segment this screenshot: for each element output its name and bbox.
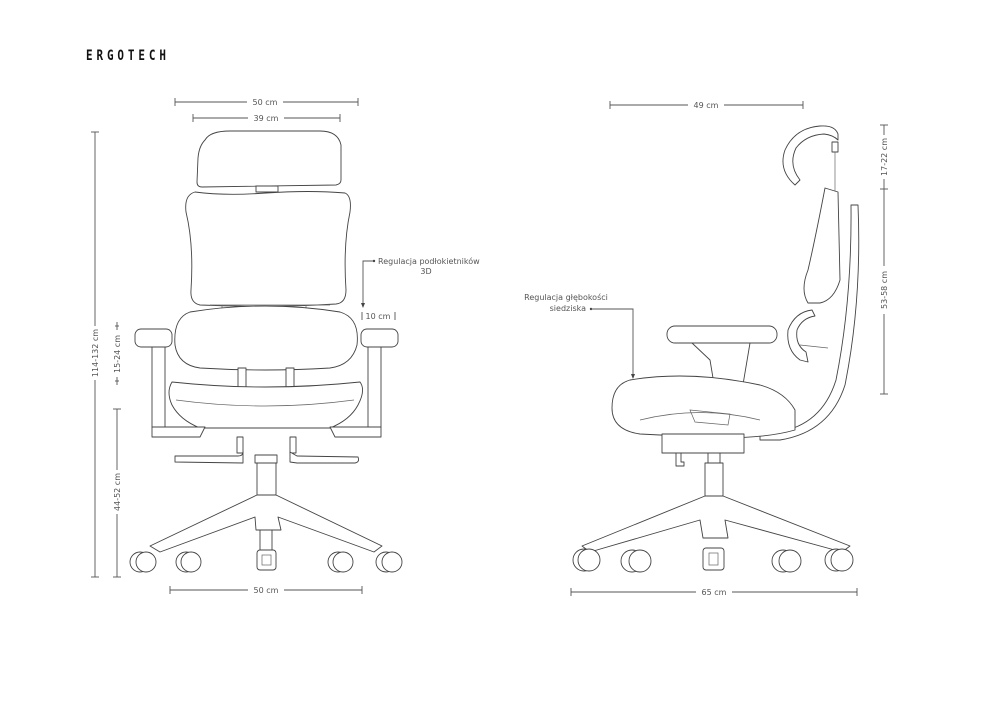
- dim-front-overall-width: 50 cm: [174, 96, 359, 107]
- side-backrest: [803, 187, 841, 304]
- svg-text:114-132 cm: 114-132 cm: [91, 329, 100, 377]
- front-backrest: [185, 191, 351, 307]
- front-armrest-left: [151, 343, 166, 428]
- svg-text:siedziska: siedziska: [550, 304, 586, 313]
- svg-text:50 cm: 50 cm: [254, 586, 279, 595]
- front-lever-right: [289, 451, 360, 464]
- svg-text:53-58 cm: 53-58 cm: [880, 271, 889, 309]
- side-casters: [572, 547, 854, 573]
- svg-text:3D: 3D: [420, 267, 431, 276]
- svg-text:50 cm: 50 cm: [253, 98, 278, 107]
- dim-front-headrest-width: 39 cm: [192, 112, 341, 123]
- dim-front-seat-height: 44-52 cm: [111, 408, 123, 578]
- dim-side-backrest-height: 53-58 cm: [878, 189, 890, 395]
- front-seat-cushion: [174, 305, 358, 371]
- side-armrest-pad: [666, 325, 778, 344]
- svg-text:Regulacja głębokości: Regulacja głębokości: [524, 292, 608, 302]
- svg-text:Regulacja podłokietników: Regulacja podłokietników: [378, 256, 480, 266]
- dim-side-headrest-height: 17-22 cm: [878, 124, 890, 190]
- side-seat: [611, 375, 796, 439]
- annotation-armrest-adjustment: Regulacja podłokietników 3D 10 cm: [361, 256, 480, 321]
- svg-text:65 cm: 65 cm: [702, 588, 727, 597]
- front-base: [149, 494, 383, 553]
- brand-logo: ERGOTECH: [86, 48, 170, 64]
- side-mechanism: [661, 433, 745, 454]
- front-armrest-right: [367, 343, 382, 428]
- side-base: [581, 495, 851, 553]
- front-gas-lift: [256, 462, 277, 496]
- side-headrest: [782, 125, 839, 186]
- svg-text:44-52 cm: 44-52 cm: [113, 473, 122, 511]
- front-seat-shell: [168, 381, 363, 429]
- svg-text:10 cm: 10 cm: [366, 312, 391, 321]
- side-lumbar: [787, 309, 816, 363]
- dim-front-armrest-height: 15-24 cm: [113, 322, 122, 385]
- side-back-frame: [759, 204, 860, 441]
- dim-side-base-depth: 65 cm: [570, 586, 858, 597]
- front-headrest: [196, 130, 342, 188]
- side-chair: [572, 125, 860, 573]
- svg-text:15-24 cm: 15-24 cm: [113, 335, 122, 373]
- front-chair: [129, 130, 403, 573]
- svg-text:17-22 cm: 17-22 cm: [880, 138, 889, 176]
- side-gas-lift: [704, 462, 724, 497]
- dim-front-total-height: 114-132 cm: [89, 131, 101, 578]
- svg-text:39 cm: 39 cm: [254, 114, 279, 123]
- dim-front-base-width: 50 cm: [169, 584, 363, 595]
- front-lever-left: [174, 451, 244, 464]
- dim-side-depth: 49 cm: [609, 99, 804, 110]
- svg-text:49 cm: 49 cm: [694, 101, 719, 110]
- annotation-seat-depth: Regulacja głębokości siedziska: [524, 292, 635, 379]
- front-casters: [129, 549, 403, 573]
